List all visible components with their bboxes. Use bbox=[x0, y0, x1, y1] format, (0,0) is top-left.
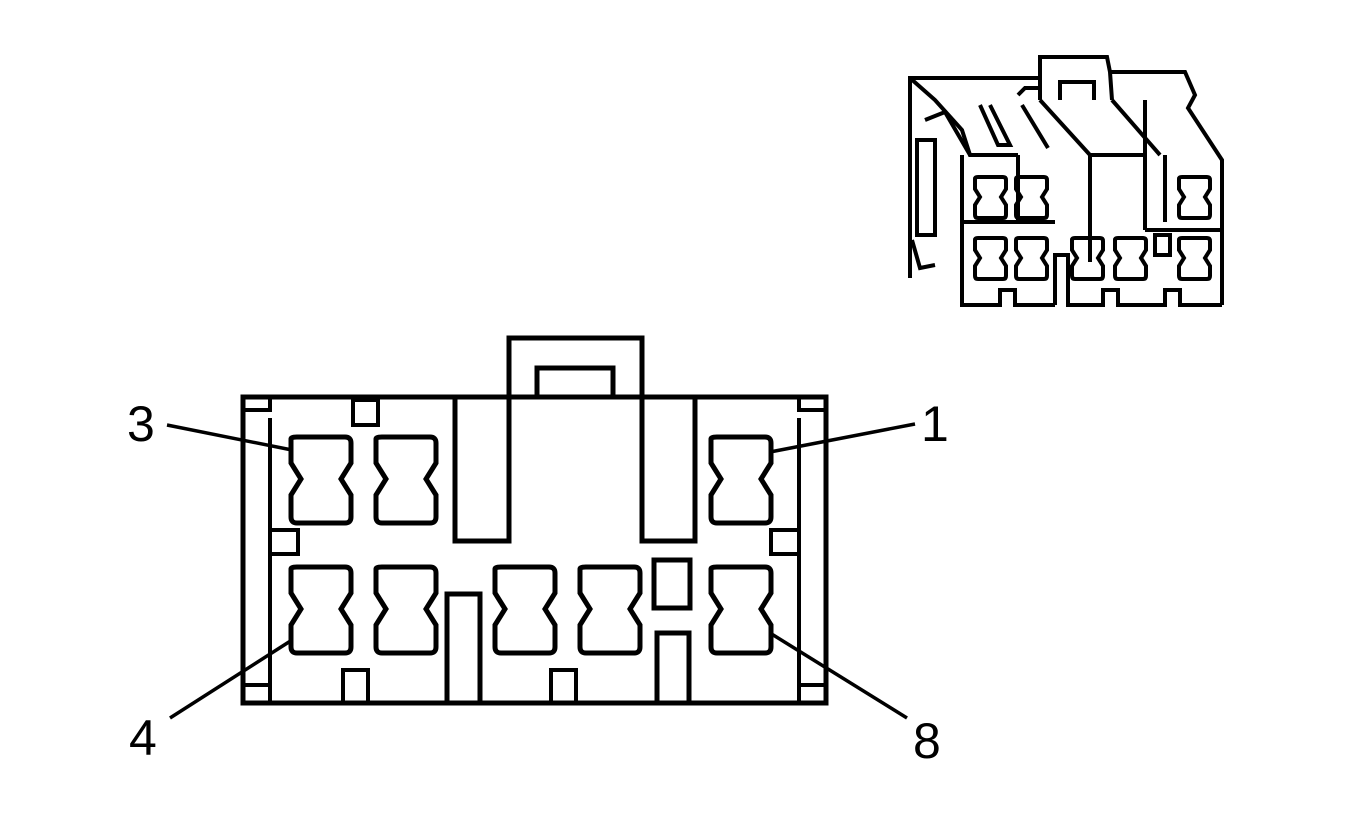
pin-label-1: 1 bbox=[921, 396, 949, 452]
terminal-cavity-2 bbox=[376, 437, 436, 523]
pin-label-4: 4 bbox=[129, 710, 157, 766]
terminal-cavity-6 bbox=[495, 567, 555, 653]
side-rails bbox=[243, 397, 826, 703]
isometric-front-face bbox=[960, 155, 1222, 307]
isometric-latch bbox=[1016, 55, 1162, 262]
terminal-cavity-1 bbox=[711, 437, 771, 523]
terminal-row-top bbox=[291, 437, 771, 523]
center-slot-right bbox=[639, 394, 698, 544]
terminal-cavity-4 bbox=[291, 567, 351, 653]
terminal-cavity-3 bbox=[291, 437, 351, 523]
leader-lines bbox=[166, 422, 916, 720]
center-slot-left bbox=[452, 394, 512, 544]
terminal-cavity-5 bbox=[376, 567, 436, 653]
isometric-left-side bbox=[908, 76, 1050, 271]
terminal-row-bottom bbox=[291, 567, 771, 653]
connector-body-outline bbox=[240, 394, 829, 706]
pin-label-3: 3 bbox=[127, 396, 155, 452]
locking-tab bbox=[506, 335, 645, 400]
pin-label-8: 8 bbox=[913, 713, 941, 769]
connector-face-view: 3 1 4 8 bbox=[127, 335, 949, 769]
terminal-cavity-8 bbox=[711, 567, 771, 653]
keying-ribs bbox=[341, 398, 693, 706]
terminal-cavity-7 bbox=[580, 567, 640, 653]
connector-isometric-view bbox=[908, 55, 1224, 307]
